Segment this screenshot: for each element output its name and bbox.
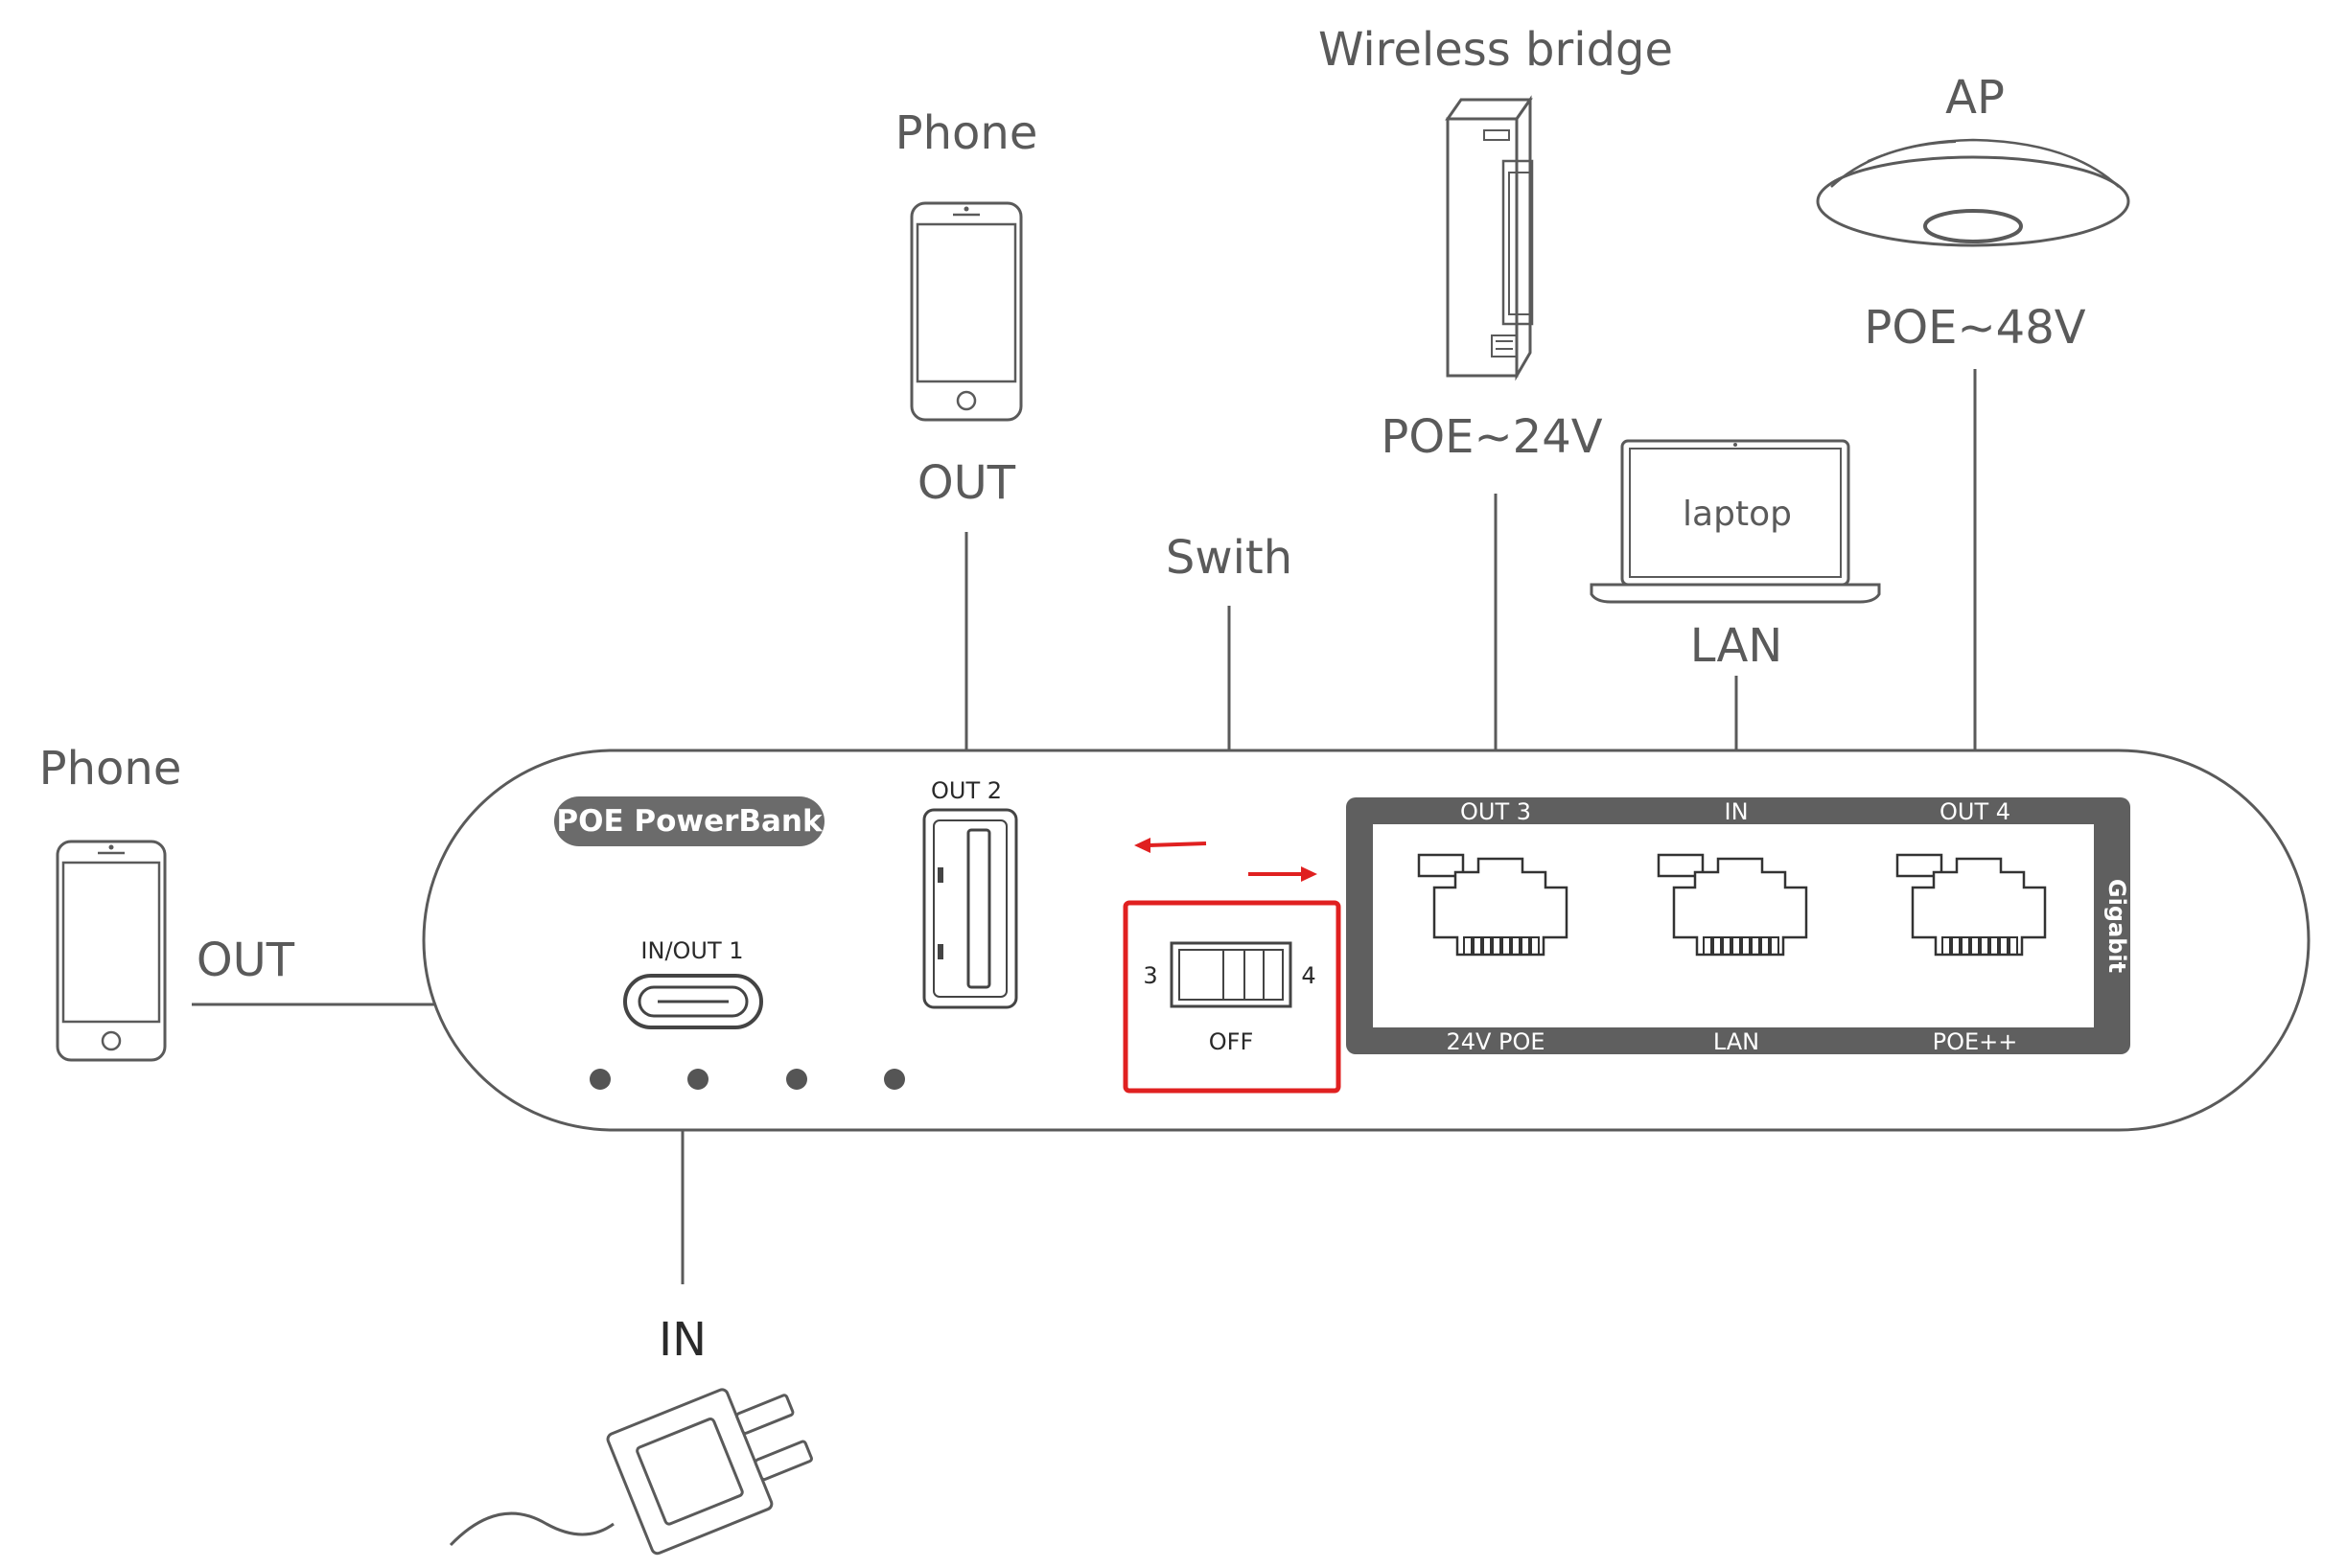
panel-side-label: Gigabit <box>2103 879 2130 973</box>
led-1 <box>590 1069 611 1090</box>
phone-left-title: Phone <box>39 742 182 796</box>
led-2 <box>687 1069 708 1090</box>
charger: IN <box>449 1313 813 1556</box>
phone-top: Phone OUT <box>895 106 1038 510</box>
brand-badge: POE PowerBank <box>554 796 825 846</box>
port-in-out1: IN/OUT 1 <box>623 937 763 1029</box>
eth-port-2-top-label: IN <box>1724 798 1748 825</box>
poe-48v-label: POE~48V <box>1864 301 2085 355</box>
in-bottom-label: IN <box>659 1313 707 1367</box>
phone-left: Phone OUT <box>39 742 295 1062</box>
phone-top-out-label: OUT <box>917 456 1016 510</box>
access-point: AP POE~48V <box>1816 71 2130 355</box>
eth-port-3-top-label: OUT 4 <box>1940 798 2010 825</box>
switch-direction-arrows <box>1134 838 1317 882</box>
brand-badge-label: POE PowerBank <box>556 804 824 839</box>
eth-port-1-top-label: OUT 3 <box>1460 798 1531 825</box>
eth-port-1-bottom-label: 24V POE <box>1446 1028 1545 1055</box>
eth-port-3-bottom-label: POE++ <box>1933 1028 2018 1055</box>
phone-top-title: Phone <box>895 106 1038 160</box>
switch-left-label: 3 <box>1143 962 1157 989</box>
switch-title: Swith <box>1166 531 1292 585</box>
switch-right-label: 4 <box>1301 962 1315 989</box>
mode-switch[interactable]: 3 4 OFF <box>1123 900 1341 1094</box>
lan-top-label: LAN <box>1690 619 1783 673</box>
laptop: laptop LAN <box>1590 439 1881 673</box>
port-out2-label: OUT 2 <box>931 777 1002 804</box>
poe-24v-label: POE~24V <box>1381 410 1602 464</box>
switch-state-label: OFF <box>1209 1028 1254 1055</box>
laptop-screen-label: laptop <box>1683 495 1792 534</box>
eth-port-2-bottom-label: LAN <box>1713 1028 1759 1055</box>
led-4 <box>884 1069 905 1090</box>
wireless-bridge-title: Wireless bridge <box>1318 23 1673 77</box>
switch-highlight-box <box>1123 900 1341 1094</box>
phone-left-out-label: OUT <box>197 934 295 987</box>
port-in-out1-label: IN/OUT 1 <box>640 937 743 964</box>
battery-led-indicators <box>590 1069 905 1090</box>
ap-title: AP <box>1945 71 2005 125</box>
wireless-bridge: Wireless bridge POE~24V <box>1318 23 1673 464</box>
port-out2: OUT 2 <box>922 777 1018 1009</box>
led-3 <box>786 1069 807 1090</box>
